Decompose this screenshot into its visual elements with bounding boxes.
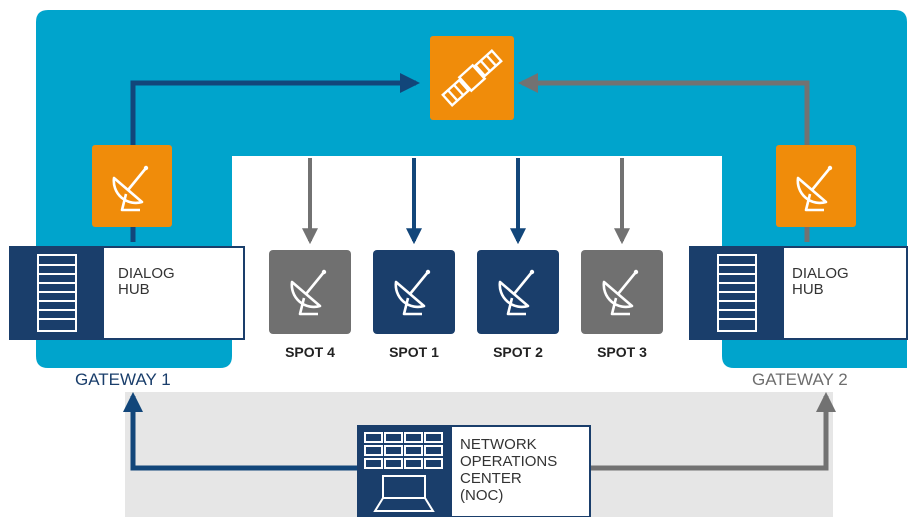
laptop-icon bbox=[364, 432, 443, 512]
sky-region bbox=[36, 10, 907, 368]
gateway1-dish-icon bbox=[92, 145, 172, 227]
spot-label: SPOT 4 bbox=[285, 344, 335, 360]
server-rack-icon bbox=[717, 254, 757, 332]
spot-label: SPOT 3 bbox=[597, 344, 647, 360]
spot-label: SPOT 1 bbox=[389, 344, 439, 360]
gateway1-label: GATEWAY 1 bbox=[75, 370, 171, 389]
spot-label: SPOT 2 bbox=[493, 344, 543, 360]
noc-label: NETWORK OPERATIONS CENTER (NOC) bbox=[460, 436, 558, 504]
spot-beams bbox=[269, 158, 663, 334]
server-rack-icon bbox=[37, 254, 77, 332]
noc-to-gateway2-arrow bbox=[590, 392, 836, 471]
satellite-icon bbox=[430, 36, 514, 120]
gateway2-label: GATEWAY 2 bbox=[752, 370, 848, 389]
gateway2-dish-icon bbox=[776, 145, 856, 227]
gateway1-hub-label: DIALOG HUB bbox=[118, 265, 175, 298]
satellite-dish-icon bbox=[373, 250, 455, 334]
noc-to-gateway1-arrow bbox=[123, 392, 358, 471]
gateway2-hub-label: DIALOG HUB bbox=[792, 265, 849, 298]
satellite-dish-icon bbox=[269, 250, 351, 334]
satellite-dish-icon bbox=[477, 250, 559, 334]
satellite-dish-icon bbox=[581, 250, 663, 334]
